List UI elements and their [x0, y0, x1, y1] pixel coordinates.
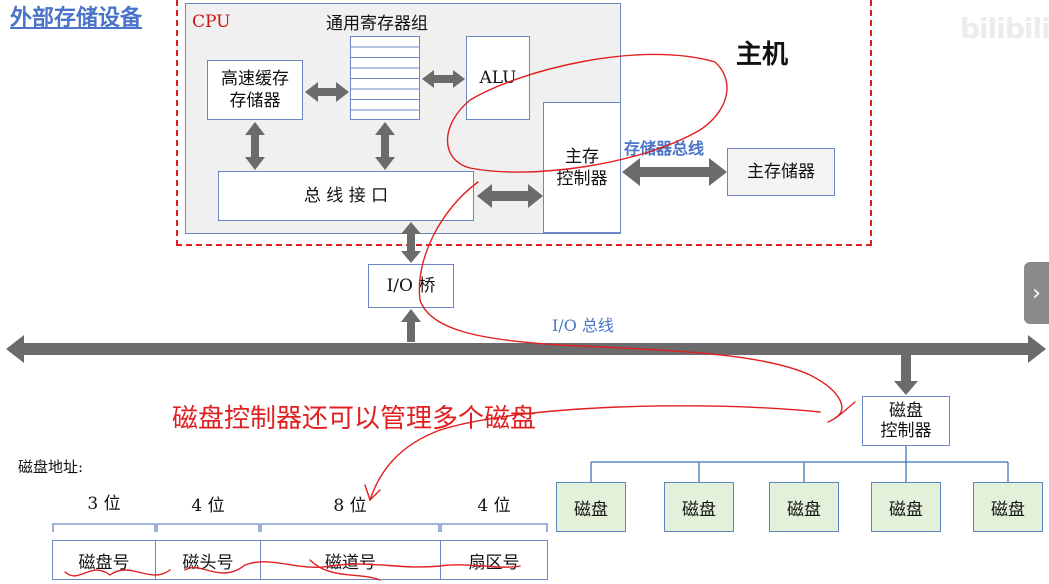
host-label: 主机 [736, 40, 789, 70]
alu-box: ALU [466, 36, 530, 120]
disk-box: 磁盘 [769, 482, 839, 532]
main-memory-label: 主存储器 [747, 162, 815, 182]
page-title[interactable]: 外部存储设备 [10, 6, 143, 31]
io-bridge-label: I/O 桥 [386, 276, 436, 296]
io-bus-arrow [6, 335, 1046, 363]
bus-iobridge-arrow [401, 222, 421, 263]
field-name: 磁盘号 [78, 552, 130, 573]
field-bits: 4 位 [191, 496, 225, 516]
bus-interface-box: 总 线 接 口 [218, 171, 474, 221]
memory-controller-line1: 主存 [565, 146, 599, 167]
red-annotations [64, 53, 856, 581]
register-alu-arrow [422, 70, 465, 88]
disk-address-label: 磁盘地址: [18, 458, 84, 476]
disk-box: 磁盘 [664, 482, 734, 532]
next-page-button[interactable]: › [1024, 262, 1049, 324]
chevron-right-icon: › [1032, 280, 1041, 306]
register-file [350, 36, 420, 120]
iobridge-iobus-arrow [401, 309, 421, 342]
disk-label: 磁盘 [889, 499, 923, 520]
host-region [176, 0, 872, 246]
disk-box: 磁盘 [871, 482, 941, 532]
bilibili-watermark: bilibili [960, 12, 1049, 45]
io-bus-label: I/O 总线 [552, 316, 614, 335]
cache-label-line1: 高速缓存 [221, 69, 289, 89]
cache-register-arrow [305, 82, 349, 102]
field-name: 磁道号 [325, 552, 376, 573]
field-bits: 4 位 [477, 496, 511, 516]
disk-controller-line2: 控制器 [880, 421, 932, 441]
io-bridge-box: I/O 桥 [368, 264, 454, 308]
memory-controller-line2: 控制器 [556, 168, 608, 189]
iobus-diskctrl-arrow [894, 355, 918, 395]
disk-box: 磁盘 [973, 482, 1043, 532]
cpu-label: CPU [192, 12, 231, 32]
disk-controller-box: 磁盘 控制器 [862, 396, 950, 446]
disk-tree-lines [590, 446, 1009, 482]
disk-controller-line1: 磁盘 [889, 401, 923, 421]
disk-label: 磁盘 [574, 499, 608, 520]
bit-brackets [52, 523, 548, 532]
field-bits: 8 位 [333, 496, 367, 516]
bus-interface-label: 总 线 接 口 [303, 186, 389, 206]
disk-label: 磁盘 [787, 499, 821, 520]
cache-bus-arrow [245, 122, 265, 170]
track-number-field: 磁道号 [260, 540, 441, 580]
disk-number-field: 磁盘号 [52, 540, 156, 580]
bus-memctrl-arrow [477, 184, 543, 208]
handwritten-note: 磁盘控制器还可以管理多个磁盘 [172, 404, 537, 434]
cache-label-line2: 存储器 [229, 91, 281, 111]
memctrl-memory-arrow [622, 158, 727, 186]
main-memory-box: 主存储器 [727, 148, 835, 196]
field-bits: 3 位 [87, 494, 121, 514]
register-file-label: 通用寄存器组 [326, 14, 428, 34]
disk-label: 磁盘 [682, 499, 716, 520]
cache-memory-box: 高速缓存 存储器 [207, 60, 303, 120]
disk-box: 磁盘 [556, 482, 626, 532]
disk-label: 磁盘 [991, 499, 1025, 520]
register-bus-arrow [375, 122, 395, 170]
head-number-field: 磁头号 [155, 540, 261, 580]
